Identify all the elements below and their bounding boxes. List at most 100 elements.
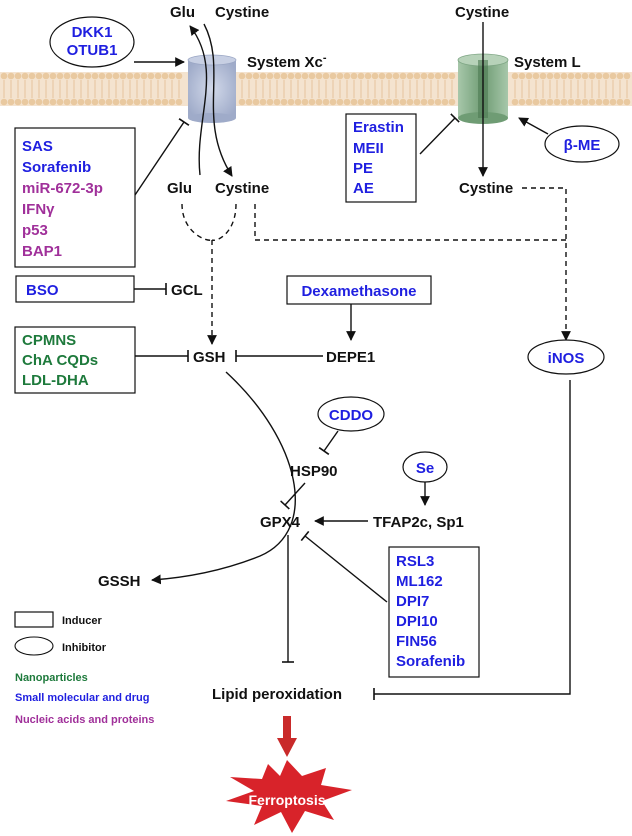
cystine-inside-xc-label: Cystine: [215, 180, 269, 197]
cddo-label: CDDO: [329, 407, 373, 424]
membrane-head: [105, 98, 113, 106]
gpx4-inhibitor-item: ML162: [396, 573, 443, 590]
membrane-head: [518, 72, 526, 80]
membrane-head: [357, 72, 365, 80]
erastin-label: Erastin: [353, 119, 404, 136]
membrane-head: [140, 98, 148, 106]
membrane-head: [161, 98, 169, 106]
inos-label: iNOS: [548, 350, 585, 367]
gcl-label: GCL: [171, 282, 203, 299]
ferroptosis-label: Ferroptosis: [248, 792, 325, 808]
membrane-head: [133, 72, 141, 80]
membrane-head: [98, 72, 106, 80]
membrane-head: [560, 72, 568, 80]
membrane-head: [266, 98, 274, 106]
gpx4-inhibitors-inhibit-line: [300, 530, 388, 603]
membrane-head: [266, 72, 274, 80]
cpmns-label: CPMNS: [22, 332, 76, 349]
membrane-head: [553, 72, 561, 80]
depe1-label: DEPE1: [326, 349, 375, 366]
membrane-head: [588, 98, 596, 106]
membrane-head: [112, 72, 120, 80]
membrane-head: [616, 72, 624, 80]
tfap-sp1-label: TFAP2c, Sp1: [373, 514, 464, 531]
system-l-label: System L: [514, 54, 581, 71]
system-l-inducers-inhibit-line: [419, 113, 460, 155]
membrane-head: [567, 72, 575, 80]
membrane-head: [133, 98, 141, 106]
membrane-head: [371, 98, 379, 106]
membrane-head: [91, 72, 99, 80]
membrane-head: [147, 98, 155, 106]
membrane-head: [623, 98, 631, 106]
se-label: Se: [416, 460, 434, 477]
membrane-head: [273, 72, 281, 80]
membrane-head: [553, 98, 561, 106]
membrane-head: [336, 72, 344, 80]
bme-inhibitor-ellipse: [544, 125, 620, 163]
membrane-head: [49, 72, 57, 80]
membrane-head: [35, 98, 43, 106]
membrane-head: [413, 72, 421, 80]
membrane-head: [126, 72, 134, 80]
glu-dashed-curve: [181, 203, 213, 241]
cystine-dashed-curve: [211, 203, 237, 241]
membrane-head: [112, 98, 120, 106]
membrane-head: [343, 98, 351, 106]
membrane-head: [105, 72, 113, 80]
membrane-head: [252, 98, 260, 106]
membrane-head: [168, 72, 176, 80]
bso-inducer-box: [15, 275, 135, 303]
membrane-head: [434, 98, 442, 106]
membrane-head: [427, 72, 435, 80]
membrane-head: [154, 72, 162, 80]
cystine-outside-l-label: Cystine: [455, 4, 509, 21]
membrane-head: [77, 98, 85, 106]
membrane-head: [427, 98, 435, 106]
membrane-head: [91, 98, 99, 106]
cell-membrane: [0, 72, 632, 106]
membrane-head: [287, 72, 295, 80]
membrane-head: [84, 98, 92, 106]
ferroptosis-burst: [226, 760, 352, 833]
xc-inducer-item: Sorafenib: [22, 159, 91, 176]
membrane-head: [77, 72, 85, 80]
membrane-head: [399, 72, 407, 80]
membrane-head: [35, 72, 43, 80]
membrane-head: [546, 98, 554, 106]
membrane-head: [287, 98, 295, 106]
membrane-head: [168, 98, 176, 106]
bme-to-system-l-arrow: [518, 117, 549, 135]
dkk1-otub1-inhibitor-ellipse: [49, 16, 135, 68]
xc-inducer-item: SAS: [22, 138, 53, 155]
membrane-head: [84, 72, 92, 80]
membrane-head: [21, 98, 29, 106]
membrane-head: [322, 72, 330, 80]
gsh-label: GSH: [193, 349, 226, 366]
bso-label: BSO: [26, 282, 59, 299]
cystine-outside-xc-label: Cystine: [215, 4, 269, 21]
legend-inhibitor-swatch: [14, 636, 54, 656]
membrane-head: [175, 98, 183, 106]
legend-nanoparticles: Nanoparticles: [15, 672, 88, 684]
hsp90-inhibit-gpx4-line: [280, 482, 306, 510]
membrane-head: [441, 72, 449, 80]
gpx4-inhibitor-item: DPI10: [396, 613, 438, 630]
dexamethasone-inducer-box: [286, 275, 432, 305]
meii-label: MEII: [353, 140, 384, 157]
membrane-head: [238, 98, 246, 106]
membrane-head: [385, 72, 393, 80]
legend-inducer-swatch: [14, 611, 54, 628]
membrane-head: [448, 98, 456, 106]
membrane-head: [126, 98, 134, 106]
membrane-head: [602, 98, 610, 106]
membrane-head: [581, 98, 589, 106]
membrane-head: [399, 98, 407, 106]
membrane-head: [364, 98, 372, 106]
membrane-head: [154, 98, 162, 106]
membrane-head: [119, 72, 127, 80]
gpx4-inhibitor-item: RSL3: [396, 553, 434, 570]
membrane-head: [546, 72, 554, 80]
